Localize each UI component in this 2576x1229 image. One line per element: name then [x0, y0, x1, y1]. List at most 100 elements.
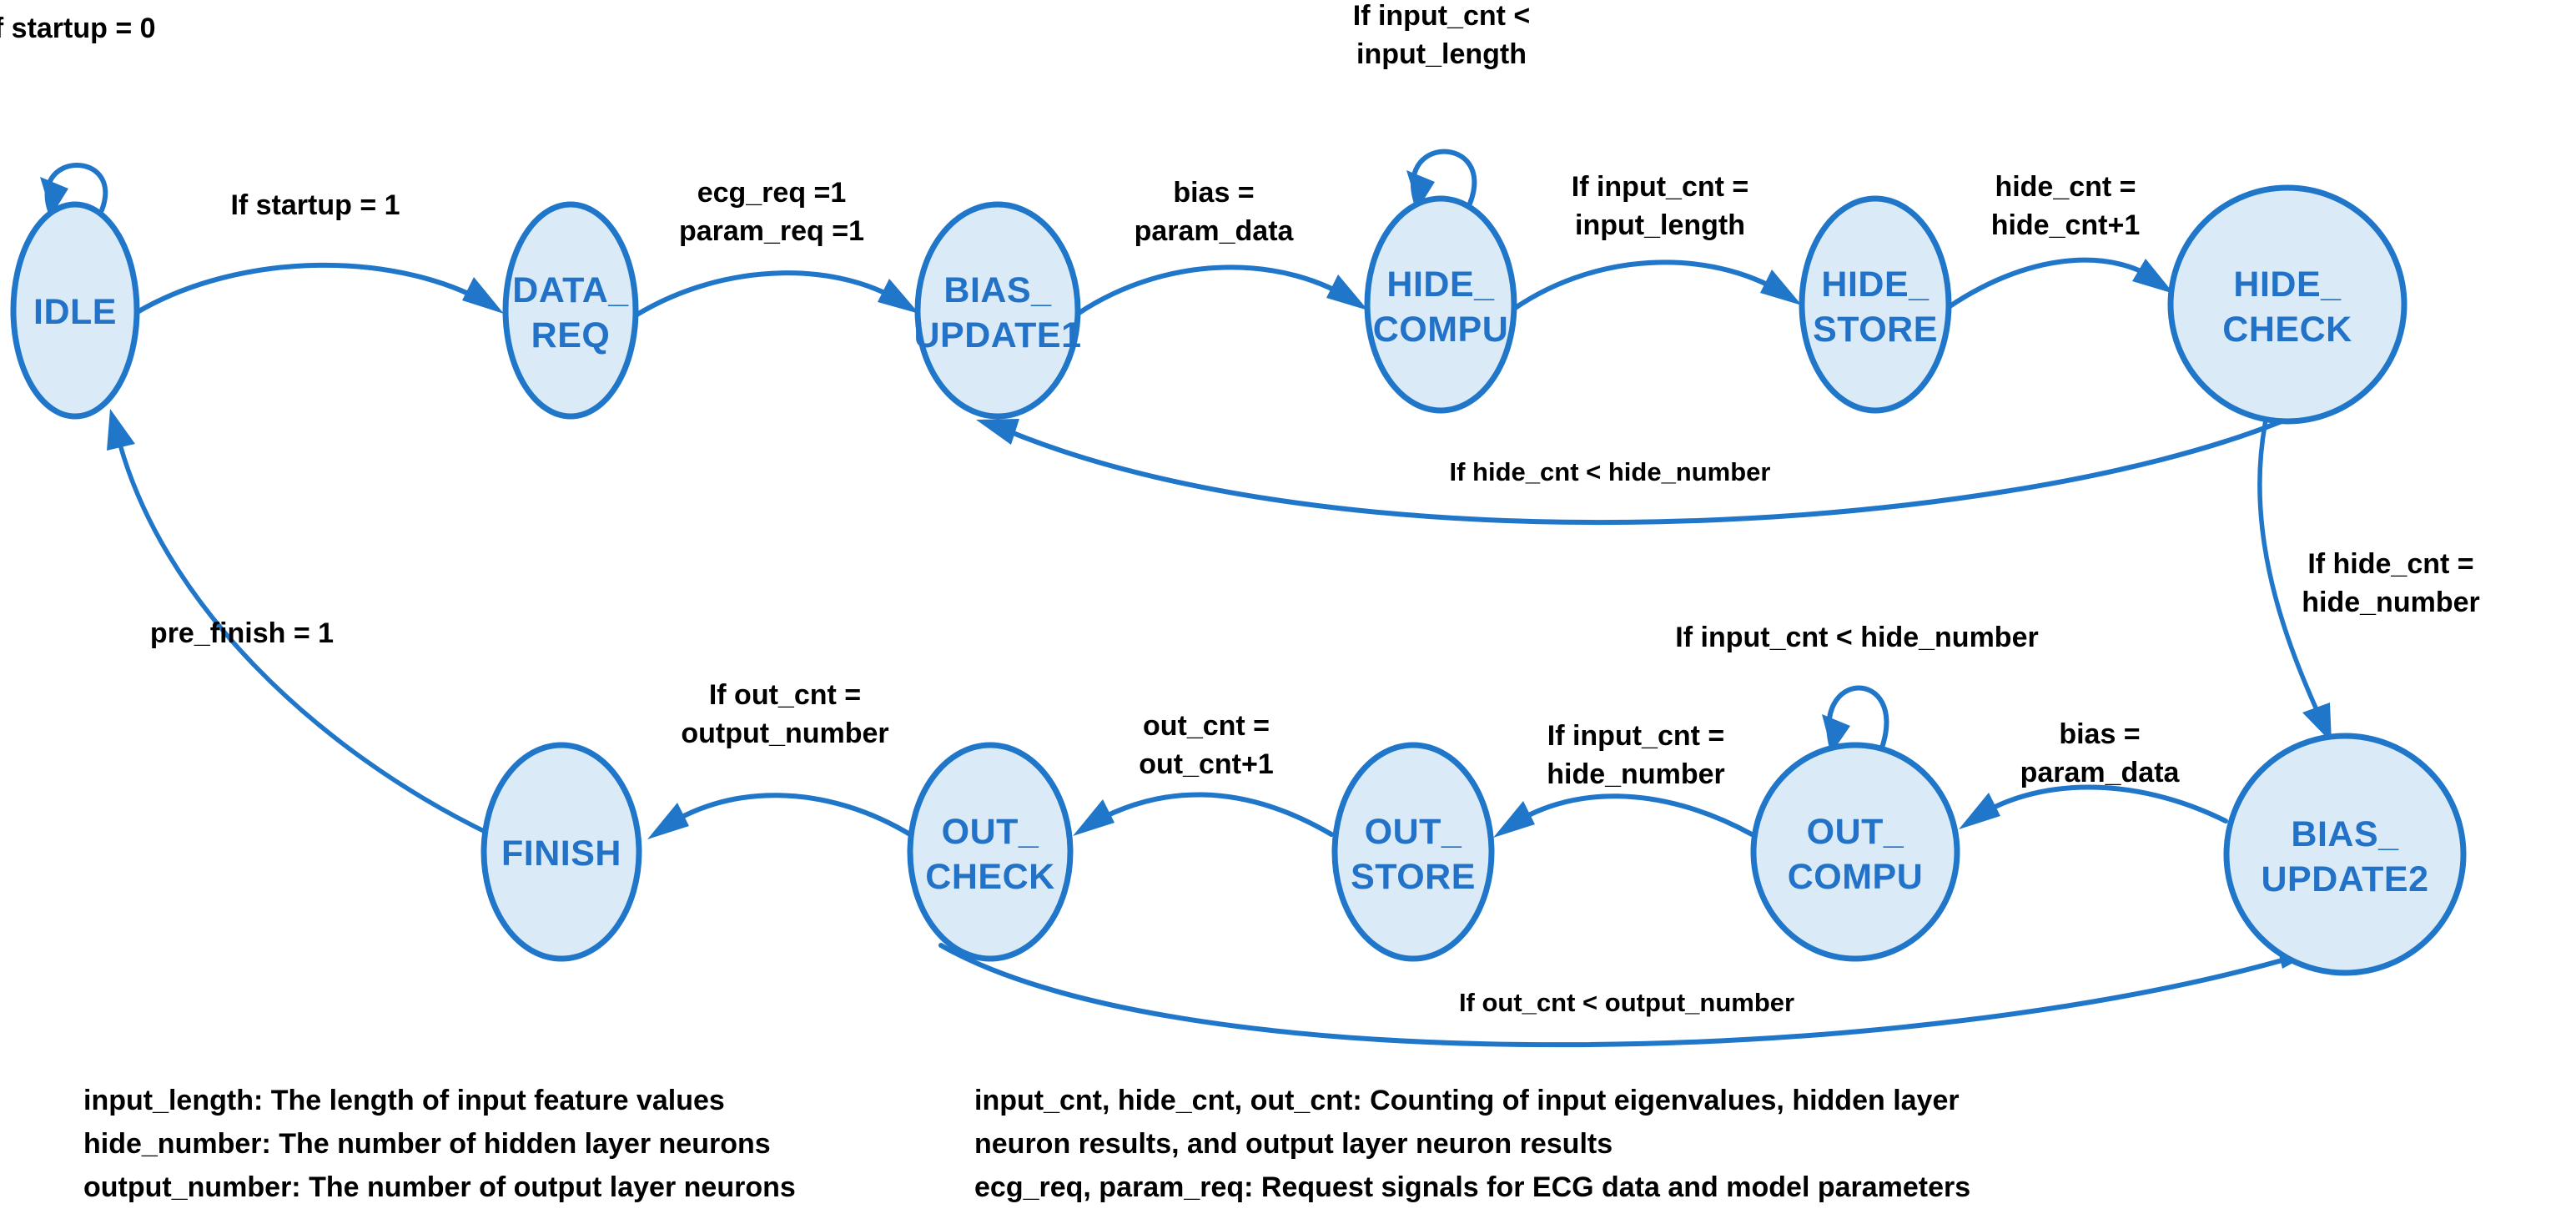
arrow-head-outcompu-to-outstore	[1493, 801, 1535, 838]
edge-path-hidestore-to-hidecheck	[1946, 257, 2166, 310]
edge-label-hidecompu-to-hidestore-line2: input_length	[1575, 209, 1745, 241]
arrow-head-hidecompu-self	[1406, 170, 1435, 209]
state-node-hide-compu[interactable]: HIDE_ COMPU	[1364, 195, 1517, 414]
edge-path-bias1-to-hidecompu	[1075, 264, 1361, 316]
edge-label-bias2-to-outcompu-line2: param_data	[2020, 757, 2181, 788]
edge-label-finish-to-idle-line1: pre_finish = 1	[150, 617, 334, 649]
state-shape-hide-store[interactable]	[1799, 195, 1952, 414]
edge-label-bias1-to-hidecompu-line1: bias =	[1173, 177, 1254, 209]
edge-label-outstore-to-outcheck-line1: out_cnt =	[1143, 710, 1270, 742]
state-node-out-compu[interactable]: OUT_ COMPU	[1750, 742, 1960, 962]
legend-left-line-1: input_length: The length of input featur…	[83, 1085, 725, 1116]
edge-path-datareq-to-bias1	[633, 270, 912, 318]
state-label-hide-store-line2: STORE	[1813, 310, 1938, 350]
edge-label-hidecompu-self-line2: input_length	[1356, 38, 1527, 70]
edge-label-hidecompu-self-line1: If input_cnt <	[1353, 0, 1531, 32]
state-label-out-store-line2: STORE	[1351, 857, 1476, 897]
state-label-bias-update2-line1: BIAS_	[2291, 814, 2399, 854]
legend-left-line-2: hide_number: The number of hidden layer …	[83, 1128, 771, 1160]
edge-path-outcheck-to-bias2	[938, 943, 2305, 1048]
state-shape-data-req[interactable]	[502, 201, 639, 420]
state-label-bias-update1-line1: BIAS_	[943, 270, 1052, 310]
state-shape-bias-update1[interactable]	[914, 201, 1081, 420]
state-shape-hide-compu[interactable]	[1364, 195, 1517, 414]
state-node-hide-check[interactable]: HIDE_ CHECK	[2167, 184, 2407, 425]
state-node-out-check[interactable]: OUT_ CHECK	[907, 742, 1074, 962]
state-shape-hide-check[interactable]	[2167, 184, 2407, 425]
edge-label-outcompu-to-outstore-line1: If input_cnt =	[1547, 720, 1725, 752]
transition-outcompu-to-outstore	[1493, 793, 1754, 838]
arrow-head-hidecompu-to-hidestore	[1760, 269, 1802, 305]
transition-hidecheck-to-bias2	[2257, 418, 2332, 743]
state-label-hide-compu-line2: COMPU	[1373, 310, 1509, 350]
state-shape-out-store[interactable]	[1331, 742, 1495, 962]
edge-label-hidestore-to-hidecheck-line1: hide_cnt =	[1995, 171, 2136, 203]
edge-label-hidecheck-to-bias2-line2: hide_number	[2302, 587, 2479, 618]
legend-left-line-3: output_number: The number of output laye…	[83, 1171, 796, 1203]
edge-label-hidecompu-to-hidestore-line1: If input_cnt =	[1572, 171, 1749, 203]
state-node-idle[interactable]: IDLE	[10, 201, 140, 420]
state-label-out-store-line1: OUT_	[1365, 812, 1462, 852]
state-label-data-req-line2: REQ	[531, 315, 611, 355]
edge-path-hidecompu-to-hidestore	[1512, 259, 1794, 311]
edge-path-bias2-to-outcompu	[1968, 784, 2228, 824]
edge-label-outcheck-to-finish-line1: If out_cnt =	[709, 679, 861, 711]
legend-right-line-2: neuron results, and output layer neuron …	[974, 1128, 1613, 1160]
arrow-head-hidecheck-to-bias1	[976, 419, 1019, 445]
state-node-hide-store[interactable]: HIDE_ STORE	[1799, 195, 1952, 414]
state-node-finish[interactable]: FINISH	[480, 742, 642, 962]
arrow-head-hidecheck-to-bias2	[2302, 703, 2332, 743]
edge-label-hidecheck-to-bias1-line1: If hide_cnt < hide_number	[1450, 457, 1771, 486]
state-label-bias-update1-line2: UPDATE1	[913, 315, 1081, 355]
state-shape-bias-update2[interactable]	[2223, 733, 2467, 976]
state-node-data-req[interactable]: DATA_ REQ	[502, 201, 639, 420]
state-shape-finish[interactable]	[480, 742, 642, 962]
state-shape-out-compu[interactable]	[1750, 742, 1960, 962]
edge-label-outcompu-self-line1: If input_cnt < hide_number	[1675, 622, 2038, 653]
edge-label-hidestore-to-hidecheck-line2: hide_cnt+1	[1991, 209, 2141, 241]
edge-label-outstore-to-outcheck-line2: out_cnt+1	[1139, 748, 1274, 780]
transition-bias2-to-outcompu	[1959, 784, 2228, 829]
state-node-out-store[interactable]: OUT_ STORE	[1331, 742, 1495, 962]
transition-hidecompu-self	[1406, 149, 1477, 210]
arrow-head-datareq-to-bias1	[878, 279, 919, 314]
edge-path-hidecheck-to-bias2	[2257, 418, 2325, 725]
state-label-out-compu-line2: COMPU	[1788, 857, 1924, 897]
arrow-head-bias1-to-hidecompu	[1326, 275, 1368, 310]
edge-label-datareq-to-bias1-line1: ecg_req =1	[697, 177, 847, 209]
arrow-head-outstore-to-outcheck	[1073, 799, 1114, 836]
arrow-head-outcompu-self	[1822, 714, 1850, 753]
edge-path-outcheck-to-finish	[657, 793, 915, 839]
state-label-hide-compu-line1: HIDE_	[1386, 264, 1495, 305]
state-label-out-compu-line1: OUT_	[1807, 812, 1904, 852]
edge-label-outcompu-to-outstore-line2: hide_number	[1547, 758, 1724, 790]
transition-idle-to-datareq	[133, 262, 504, 315]
edge-path-idle-to-datareq	[133, 262, 496, 315]
edge-path-finish-to-idle	[114, 430, 493, 837]
state-node-bias-update2[interactable]: BIAS_ UPDATE2	[2223, 733, 2467, 976]
edge-path-hidecheck-to-bias1	[987, 419, 2284, 526]
edge-label-idle-to-datareq-line1: If startup = 1	[230, 189, 400, 221]
arrow-head-idle-to-datareq	[462, 277, 504, 314]
state-label-data-req-line1: DATA_	[512, 270, 629, 310]
transition-finish-to-idle	[107, 409, 493, 837]
edge-path-outcompu-to-outstore	[1502, 793, 1754, 837]
state-shape-idle[interactable]	[10, 201, 140, 420]
legend-left-column: input_length: The length of input featur…	[83, 1085, 796, 1203]
state-node-bias-update1[interactable]: BIAS_ UPDATE1	[913, 201, 1081, 420]
state-label-idle-line1: IDLE	[33, 292, 117, 332]
edge-label-outcheck-to-bias2-line1: If out_cnt < output_number	[1459, 988, 1794, 1017]
state-shape-out-check[interactable]	[907, 742, 1074, 962]
arrow-head-finish-to-idle	[107, 409, 135, 451]
arrow-head-bias2-to-outcompu	[1959, 793, 2000, 829]
legend-right-line-3: ecg_req, param_req: Request signals for …	[974, 1171, 1970, 1203]
state-label-out-check-line1: OUT_	[942, 812, 1039, 852]
arrow-head-hidestore-to-hidecheck	[2132, 259, 2174, 294]
transition-datareq-to-bias1	[633, 270, 919, 318]
state-label-out-check-line2: CHECK	[925, 857, 1054, 897]
state-label-hide-store-line1: HIDE_	[1821, 264, 1929, 305]
edge-label-datareq-to-bias1-line2: param_req =1	[679, 215, 864, 247]
state-label-hide-check-line2: CHECK	[2222, 310, 2352, 350]
edge-label-idle-self-line1: If startup = 0	[0, 13, 156, 44]
